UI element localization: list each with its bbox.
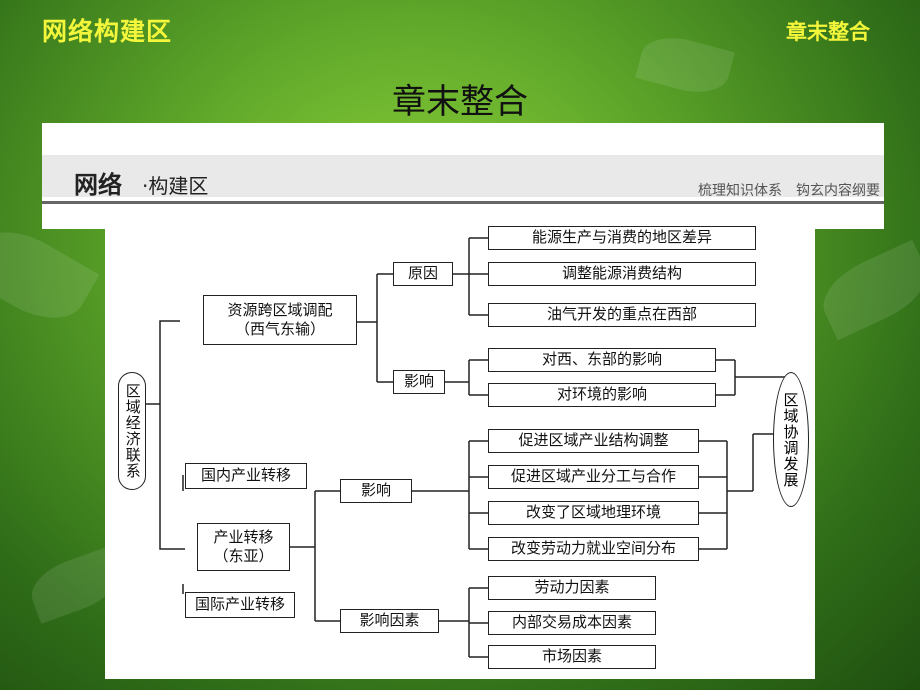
international-transfer-node: 国际产业转移	[185, 592, 295, 618]
impact-item: 对环境的影响	[488, 383, 716, 407]
chapter-label: 章末整合	[786, 20, 870, 44]
section-title: 网络构建区	[42, 17, 173, 46]
impact-item: 改变了区域地理环境	[488, 501, 699, 525]
cause-node: 原因	[393, 262, 453, 286]
factor-item: 市场因素	[488, 645, 656, 669]
leaf-decoration	[0, 214, 100, 336]
banner-tab: 网络	[74, 171, 122, 199]
connector-lines	[145, 237, 785, 658]
banner-slogan: 梳理知识体系 钩玄内容纲要	[698, 183, 880, 199]
resource-transfer-node: 资源跨区域调配 （西气东输）	[203, 295, 357, 345]
banner-subtitle: ·构建区	[142, 174, 209, 198]
cause-item: 能源生产与消费的地区差异	[488, 226, 756, 250]
cause-item: 油气开发的重点在西部	[488, 303, 756, 327]
result-node: 区域协调发展	[773, 372, 809, 507]
banner: 网络 ·构建区 梳理知识体系 钩玄内容纲要	[42, 123, 884, 229]
root-node: 区域经济联系	[118, 372, 146, 490]
cause-item: 调整能源消费结构	[488, 262, 756, 286]
banner-band	[42, 155, 884, 197]
impact-node: 影响	[393, 370, 445, 394]
impact-item: 对西、东部的影响	[488, 348, 716, 372]
industry-transfer-node: 产业转移 （东亚）	[197, 523, 290, 571]
impact-item: 促进区域产业结构调整	[488, 429, 699, 453]
factors-node: 影响因素	[340, 609, 439, 633]
impact-item: 改变劳动力就业空间分布	[488, 537, 699, 561]
domestic-transfer-node: 国内产业转移	[185, 463, 307, 489]
impact-node-2: 影响	[340, 479, 412, 503]
slide-title: 章末整合	[392, 82, 528, 122]
factor-item: 内部交易成本因素	[488, 611, 656, 635]
node-line: （西气东输）	[234, 320, 325, 338]
impact-item: 促进区域产业分工与合作	[488, 465, 699, 489]
node-line: （东亚）	[213, 547, 274, 565]
factor-item: 劳动力因素	[488, 576, 656, 600]
node-line: 产业转移	[213, 527, 274, 546]
banner-divider	[42, 201, 884, 204]
leaf-decoration	[812, 239, 920, 341]
concept-map: 区域经济联系 区域协调发展 资源跨区域调配 （西气东输） 原因 影响 能源生产与…	[105, 226, 815, 679]
node-line: 资源跨区域调配	[227, 300, 333, 319]
